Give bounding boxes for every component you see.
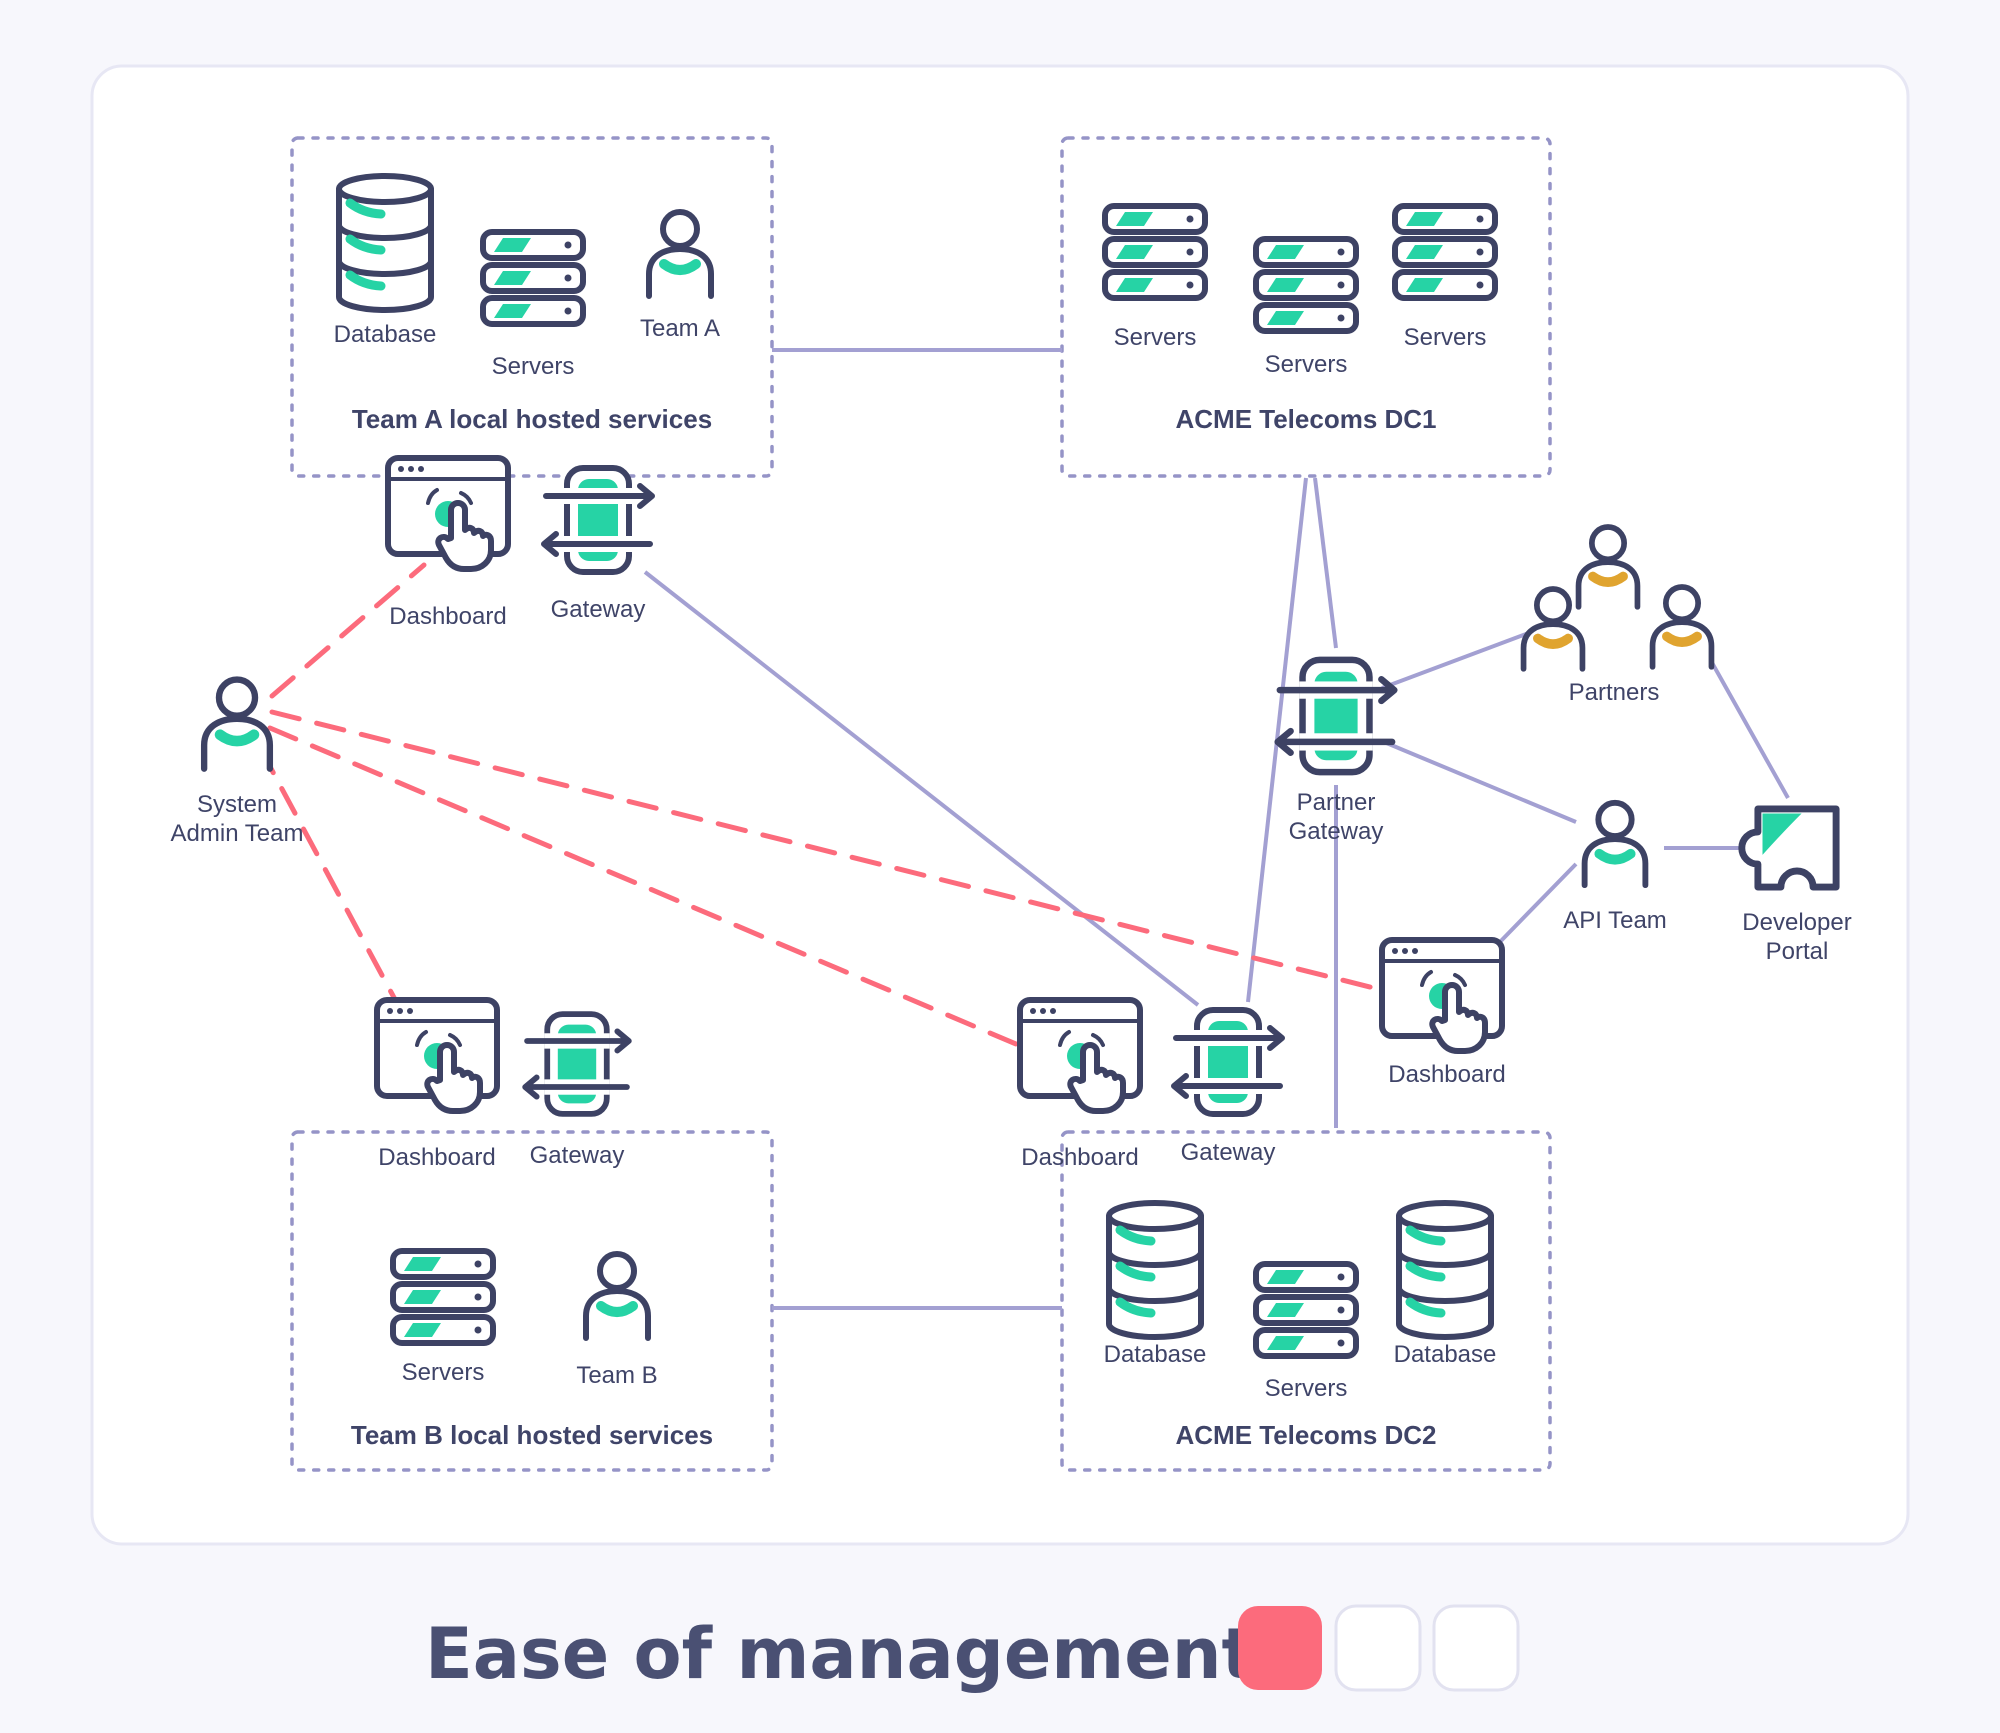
dashboard-icon xyxy=(1020,1000,1140,1111)
partner-gateway-label-line1: Partner xyxy=(1297,789,1376,816)
team-a-box-title: Team A local hosted services xyxy=(352,404,712,434)
servers-label: Servers xyxy=(1265,1375,1348,1402)
network-connections xyxy=(643,348,1790,1310)
team-b-box-title: Team B local hosted services xyxy=(351,1420,713,1450)
team-b-label: Team B xyxy=(576,1362,657,1389)
servers-icon xyxy=(1256,1264,1356,1356)
team-a-access: Dashboard Gateway xyxy=(388,458,652,630)
team-a-box: Database Servers Team A Team A local hos… xyxy=(334,176,720,434)
database-label: Database xyxy=(1104,1341,1207,1368)
partner-gateway-label-line2: Gateway xyxy=(1289,818,1384,845)
link-partnergateway-apiteam xyxy=(1383,740,1577,824)
page-indicator-2[interactable] xyxy=(1334,1604,1422,1692)
api-team-label: API Team xyxy=(1563,907,1667,934)
page-indicator-active[interactable] xyxy=(1238,1606,1322,1690)
system-admin-label-line1: System xyxy=(197,791,277,818)
dashboard-right: Dashboard xyxy=(1382,940,1506,1088)
team-b-box: Servers Team B Team B local hosted servi… xyxy=(351,1251,713,1450)
database-icon xyxy=(1109,1203,1201,1337)
dashboard-label: Dashboard xyxy=(1021,1144,1138,1171)
developer-portal-label-line2: Portal xyxy=(1766,938,1829,965)
database-icon xyxy=(1399,1203,1491,1337)
footer: Ease of management xyxy=(425,1604,1520,1695)
servers-icon xyxy=(1105,206,1205,298)
gateway-label: Gateway xyxy=(1181,1139,1276,1166)
servers-icon xyxy=(483,232,583,324)
dashboard-icon xyxy=(377,1000,497,1111)
dc2-box-title: ACME Telecoms DC2 xyxy=(1175,1420,1436,1450)
database-label: Database xyxy=(334,321,437,348)
servers-label: Servers xyxy=(402,1359,485,1386)
link-dc1-partnergateway xyxy=(1313,477,1338,649)
database-label: Database xyxy=(1394,1341,1497,1368)
servers-icon xyxy=(1256,239,1356,331)
team-a-label: Team A xyxy=(640,315,720,342)
link-partnergateway-partners xyxy=(1381,626,1543,690)
dashboard-icon xyxy=(388,458,508,569)
link-partners-devportal xyxy=(1704,651,1790,799)
dc1-box-border xyxy=(1060,136,1552,478)
gateway-label: Gateway xyxy=(551,596,646,623)
dc1-box: Servers Servers Servers ACME Telecoms DC… xyxy=(1105,206,1495,434)
dashboard-icon xyxy=(1382,940,1502,1051)
diagram-card xyxy=(90,64,1910,1546)
partners-label: Partners xyxy=(1569,679,1660,706)
puzzle-icon xyxy=(1742,809,1836,887)
servers-label: Servers xyxy=(492,353,575,380)
link-apiteam-dashboardright xyxy=(1494,862,1578,948)
servers-label: Servers xyxy=(1114,324,1197,351)
admin-link-dashboard-b xyxy=(257,745,401,1008)
footer-title: Ease of management xyxy=(425,1613,1255,1695)
servers-label: Servers xyxy=(1404,324,1487,351)
dashboard-label: Dashboard xyxy=(378,1144,495,1171)
dc2-box-border xyxy=(1060,1130,1552,1472)
database-icon xyxy=(339,176,431,310)
gateway-label: Gateway xyxy=(530,1142,625,1169)
partner-gateway: Partner Gateway xyxy=(1278,660,1395,845)
dc-access: Dashboard Gateway xyxy=(1020,1000,1282,1171)
api-team: API Team xyxy=(1563,803,1667,934)
team-b-access: Dashboard Gateway xyxy=(377,1000,629,1171)
dashboard-label: Dashboard xyxy=(389,603,506,630)
page-indicator-3[interactable] xyxy=(1432,1604,1520,1692)
admin-link-dashboard-right xyxy=(269,709,1377,991)
servers-label: Servers xyxy=(1265,351,1348,378)
partners-group: Partners xyxy=(1524,527,1712,706)
servers-icon xyxy=(1395,206,1495,298)
system-admin-team: System Admin Team xyxy=(171,680,304,847)
dc1-box-title: ACME Telecoms DC1 xyxy=(1175,404,1436,434)
admin-management-links xyxy=(257,562,1377,1047)
dashboard-label: Dashboard xyxy=(1388,1061,1505,1088)
developer-portal: Developer Portal xyxy=(1742,809,1852,965)
developer-portal-label-line1: Developer xyxy=(1742,909,1851,936)
system-admin-label-line2: Admin Team xyxy=(171,820,304,847)
admin-link-dashboard-a xyxy=(269,562,427,699)
servers-icon xyxy=(393,1251,493,1343)
link-gatewaya-gatewaymid xyxy=(643,570,1200,1007)
dc2-box: Database Servers Database ACME Telecoms … xyxy=(1104,1203,1497,1450)
